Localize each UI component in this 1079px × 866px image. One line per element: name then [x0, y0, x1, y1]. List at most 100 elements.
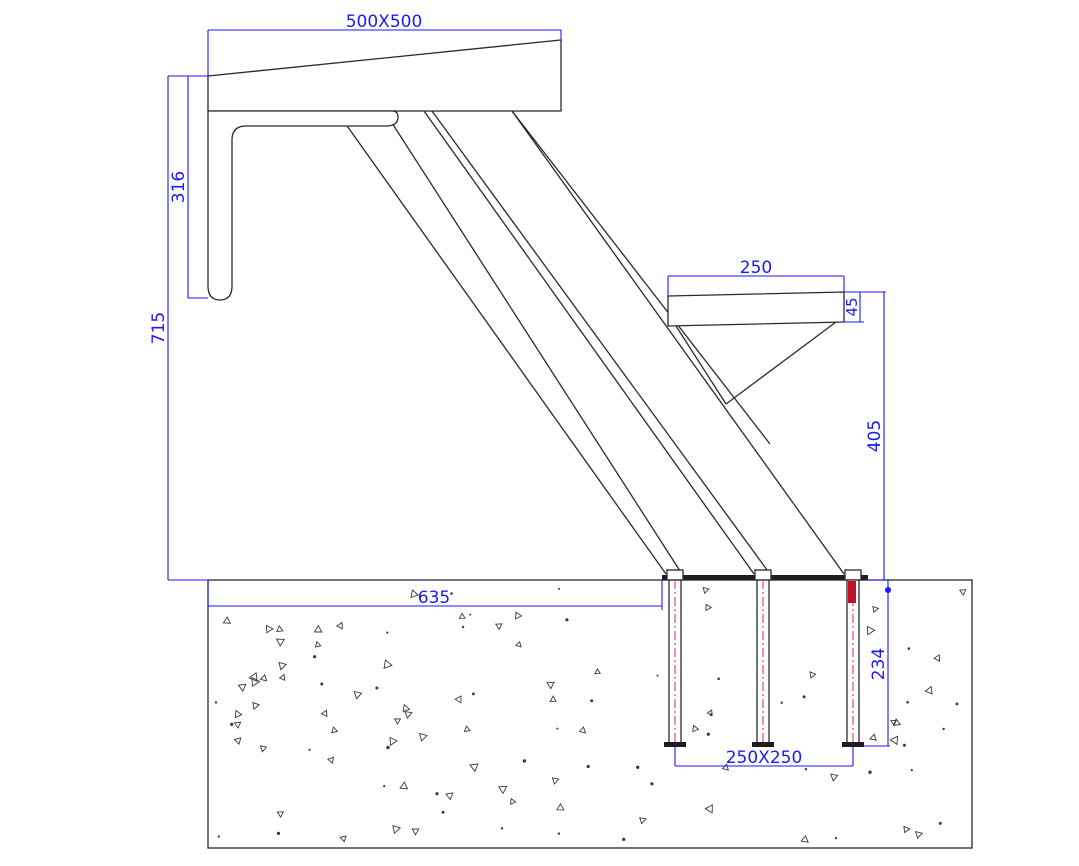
- hatch-dot: [622, 837, 626, 842]
- hatch-aggregate: [958, 589, 967, 596]
- hatch-aggregate: [594, 668, 601, 675]
- hatch-aggregate: [515, 640, 522, 648]
- anchor-marker: [848, 581, 856, 603]
- dim-label-backrest: 316: [169, 171, 189, 203]
- hatch-aggregate: [546, 681, 555, 690]
- hatch-dot: [320, 682, 324, 686]
- hatch-aggregate: [259, 674, 268, 682]
- hatch-aggregate: [551, 777, 560, 785]
- hatch-dot: [650, 782, 654, 786]
- hatch-aggregate: [252, 701, 261, 711]
- hatch-aggregate: [278, 673, 286, 681]
- anchor-bolt-right: [842, 569, 864, 747]
- hatch-aggregate: [869, 733, 877, 741]
- hatch-dot: [214, 701, 218, 704]
- hatch-aggregate: [903, 825, 911, 834]
- hatch-aggregate: [234, 709, 243, 719]
- hatch-dot: [590, 699, 594, 703]
- leg-left-inner: [391, 122, 683, 575]
- hatch-aggregate: [915, 830, 924, 839]
- hatch-aggregate: [393, 718, 402, 725]
- hatch-dot: [804, 768, 808, 771]
- dim-label-anchor-depth: 234: [869, 648, 889, 680]
- hatch-dot: [706, 732, 710, 736]
- dim-label-total-height: 715: [149, 312, 169, 344]
- hatch-dot: [435, 792, 439, 796]
- hatch-aggregate: [411, 828, 420, 836]
- seat-block: [207, 39, 562, 112]
- hatch-aggregate: [549, 695, 557, 702]
- hatch-aggregate: [809, 671, 817, 679]
- hatch-aggregate: [445, 792, 454, 801]
- anchor-bolt-middle: [752, 569, 774, 747]
- hatch-aggregate: [867, 625, 876, 636]
- hatch-dot: [522, 759, 527, 763]
- hatch-aggregate: [469, 763, 479, 773]
- concrete-foundation: [207, 579, 973, 849]
- hatch-aggregate: [889, 719, 898, 727]
- hatch-aggregate: [327, 756, 335, 764]
- hatch-dot: [558, 587, 560, 590]
- hatch-aggregate: [933, 654, 941, 662]
- anchor-foot: [842, 742, 864, 747]
- anchor-bolt-left: [664, 569, 686, 747]
- hatch-aggregate: [510, 797, 517, 806]
- hatch-aggregate: [692, 724, 700, 733]
- anchor-nut: [844, 569, 862, 581]
- hatch-dot: [557, 832, 561, 835]
- hatch-dot: [565, 618, 569, 622]
- hatch-dot: [780, 701, 783, 704]
- hatch-aggregate: [830, 773, 839, 782]
- hatch-aggregate: [463, 725, 471, 732]
- hatch-aggregate: [402, 703, 411, 713]
- hatch-aggregate: [494, 623, 503, 631]
- leg-right-outer: [511, 110, 845, 575]
- hatch-aggregate: [278, 661, 288, 671]
- hatch-dot: [868, 770, 872, 774]
- hatch-dot: [441, 810, 445, 814]
- hatch-aggregate: [410, 589, 420, 599]
- dim-footrest-height: 405: [864, 291, 886, 581]
- dim-label-top-box: 500X500: [346, 12, 423, 32]
- hatch-aggregate: [556, 803, 565, 811]
- hatch-aggregate: [705, 603, 713, 612]
- hatch-dot: [469, 613, 472, 616]
- leg-middle-outer: [423, 110, 755, 575]
- dim-label-anchor-spacing: 250X250: [726, 748, 803, 768]
- hatch-aggregate: [233, 737, 242, 745]
- hatch-dot: [472, 692, 475, 696]
- hatch-dot: [461, 625, 465, 629]
- anchor-bolts: [664, 569, 864, 747]
- hatch-aggregate: [404, 711, 413, 719]
- hatch-dot: [656, 674, 659, 677]
- footrest: [667, 291, 845, 405]
- dim-total-height: 715: [149, 75, 208, 581]
- hatch-dot: [383, 785, 386, 788]
- hatch-aggregate: [339, 835, 347, 843]
- backrest-profile: [207, 110, 399, 301]
- hatch-aggregate: [331, 726, 339, 734]
- hatch-aggregate: [383, 659, 393, 670]
- frame-legs: [344, 110, 845, 575]
- dim-top-box: 500X500: [207, 12, 562, 76]
- hatch-aggregate: [454, 695, 462, 704]
- anchor-nut: [666, 569, 684, 581]
- dim-footrest-width: 250: [667, 258, 845, 296]
- hatch-dot: [217, 835, 220, 838]
- footrest-brace-left: [675, 325, 727, 405]
- hatch-aggregate: [237, 683, 247, 692]
- hatch-aggregate: [458, 612, 466, 619]
- hatch-aggregate: [399, 781, 409, 790]
- hatch-aggregate: [314, 640, 322, 648]
- hatch-dot: [906, 701, 909, 704]
- hatch-aggregate: [259, 745, 268, 753]
- anchor-nut: [754, 569, 772, 581]
- dim-label-footrest-thickness: 45: [843, 297, 861, 316]
- hatch-aggregate: [872, 605, 880, 614]
- dim-anchor-depth: 234: [864, 580, 891, 747]
- hatch-dot: [910, 769, 913, 772]
- hatch-dot: [907, 647, 911, 650]
- hatch-dot: [717, 677, 720, 681]
- hatch-dot: [938, 821, 942, 825]
